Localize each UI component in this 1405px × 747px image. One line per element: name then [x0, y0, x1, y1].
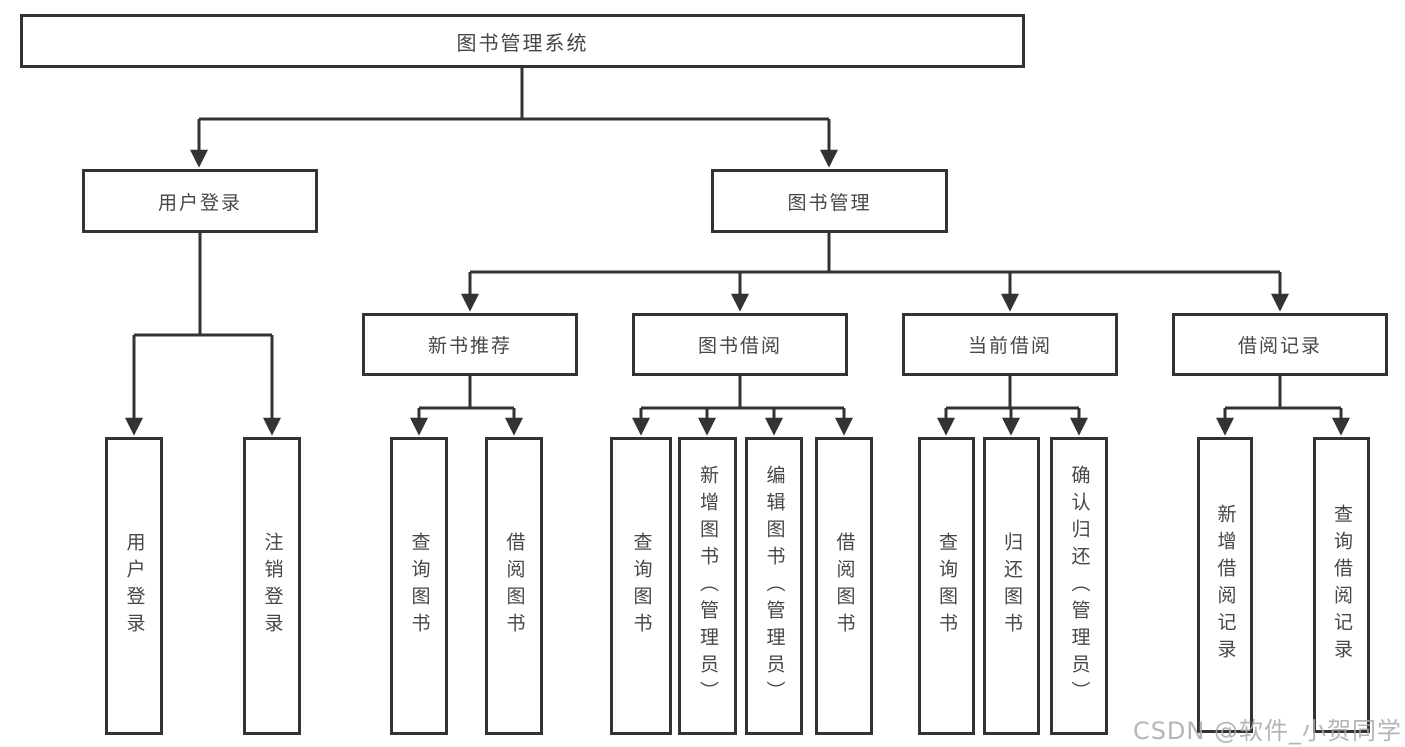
- node-new-book-recommend: 新书推荐: [362, 313, 578, 376]
- node-label: 借阅记录: [1237, 335, 1322, 357]
- node-label: 查询图书: [630, 532, 653, 640]
- leaf-borrow-edit-book-admin: 编辑图书（管理员）: [745, 437, 803, 735]
- leaf-current-confirm-return-admin: 确认归还（管理员）: [1050, 437, 1108, 735]
- node-label: 编辑图书（管理员）: [763, 464, 786, 708]
- leaf-newrec-borrow-book: 借阅图书: [485, 437, 543, 735]
- leaf-user-login: 用户登录: [105, 437, 163, 735]
- leaf-borrow-borrow-book: 借阅图书: [815, 437, 873, 735]
- node-label: 图书管理系统: [456, 30, 589, 55]
- node-label: 查询图书: [936, 532, 958, 640]
- node-label: 查询图书: [408, 532, 431, 640]
- node-label: 确认归还（管理员）: [1068, 464, 1091, 708]
- node-book-management: 图书管理: [711, 169, 948, 233]
- node-label: 注销登录: [261, 532, 284, 640]
- leaf-newrec-query-book: 查询图书: [390, 437, 448, 735]
- node-label: 用户登录: [123, 532, 146, 640]
- node-label: 当前借阅: [967, 335, 1052, 357]
- node-book-borrow: 图书借阅: [632, 313, 848, 376]
- node-label: 借阅图书: [503, 532, 526, 640]
- node-label: 归还图书: [1001, 532, 1023, 640]
- node-label: 查询借阅记录: [1331, 504, 1353, 666]
- node-label: 新书推荐: [427, 335, 512, 357]
- node-library-management-system: 图书管理系统: [20, 14, 1025, 68]
- node-label: 新增图书（管理员）: [697, 464, 719, 708]
- leaf-logout: 注销登录: [243, 437, 301, 735]
- node-label: 用户登录: [157, 191, 242, 214]
- leaf-current-query-book: 查询图书: [918, 437, 975, 735]
- leaf-records-add-record: 新增借阅记录: [1197, 437, 1253, 733]
- node-label: 图书管理: [787, 191, 872, 214]
- node-label: 图书借阅: [697, 335, 782, 357]
- node-user-login: 用户登录: [82, 169, 318, 233]
- node-label: 新增借阅记录: [1214, 504, 1237, 666]
- node-current-borrow: 当前借阅: [902, 313, 1118, 376]
- leaf-current-return-book: 归还图书: [983, 437, 1040, 735]
- leaf-borrow-add-book-admin: 新增图书（管理员）: [678, 437, 737, 735]
- node-borrow-records: 借阅记录: [1172, 313, 1388, 376]
- leaf-borrow-query-book: 查询图书: [610, 437, 672, 735]
- leaf-records-query-record: 查询借阅记录: [1313, 437, 1370, 733]
- csdn-watermark: CSDN @软件_小贺同学: [1132, 717, 1402, 745]
- node-label: 借阅图书: [833, 532, 856, 640]
